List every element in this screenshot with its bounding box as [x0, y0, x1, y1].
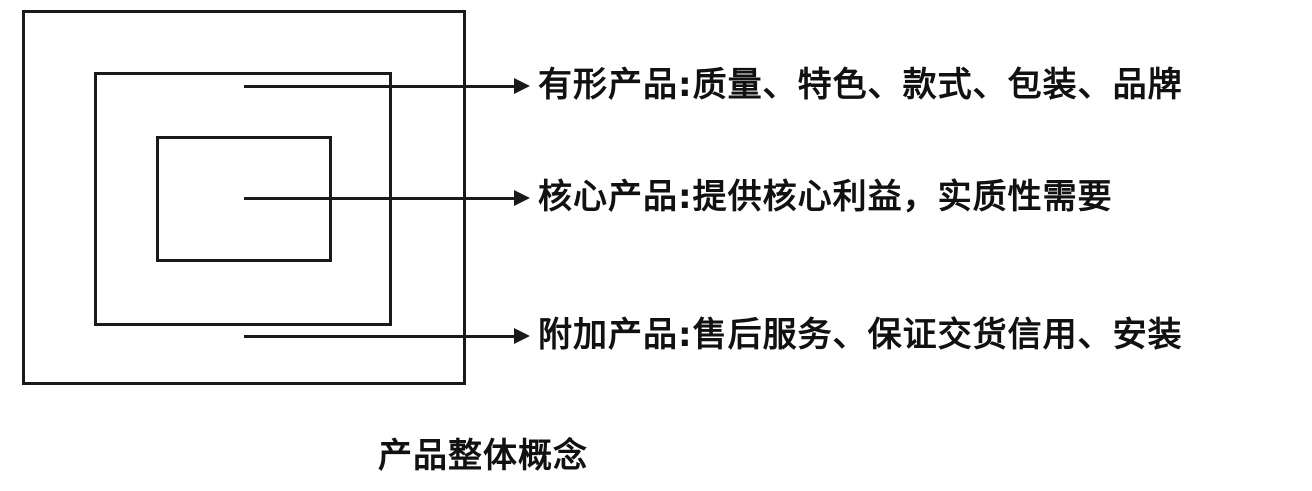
label-tangible-name: 有形产品 [538, 65, 678, 105]
label-tangible-sep: : [678, 65, 693, 105]
arrow-line-core [244, 197, 516, 200]
label-core-product: 核心产品:提供核心利益，实质性需要 [538, 177, 1113, 217]
label-core-desc: 提供核心利益，实质性需要 [692, 177, 1113, 217]
arrow-head-augmented [514, 328, 530, 344]
arrow-head-core [514, 190, 530, 206]
label-augmented-sep: : [678, 315, 693, 355]
arrow-line-augmented [244, 335, 516, 338]
label-core-name: 核心产品 [538, 177, 678, 217]
label-tangible-product: 有形产品:质量、特色、款式、包装、品牌 [538, 65, 1183, 105]
label-augmented-desc: 售后服务、保证交货信用、安装 [692, 315, 1183, 355]
label-tangible-desc: 质量、特色、款式、包装、品牌 [692, 65, 1183, 105]
label-core-sep: : [678, 177, 693, 217]
arrow-head-tangible [514, 78, 530, 94]
label-augmented-product: 附加产品:售后服务、保证交货信用、安装 [538, 315, 1183, 355]
label-augmented-name: 附加产品 [538, 315, 678, 355]
diagram-caption: 产品整体概念 [378, 436, 588, 476]
arrow-line-tangible [244, 85, 516, 88]
